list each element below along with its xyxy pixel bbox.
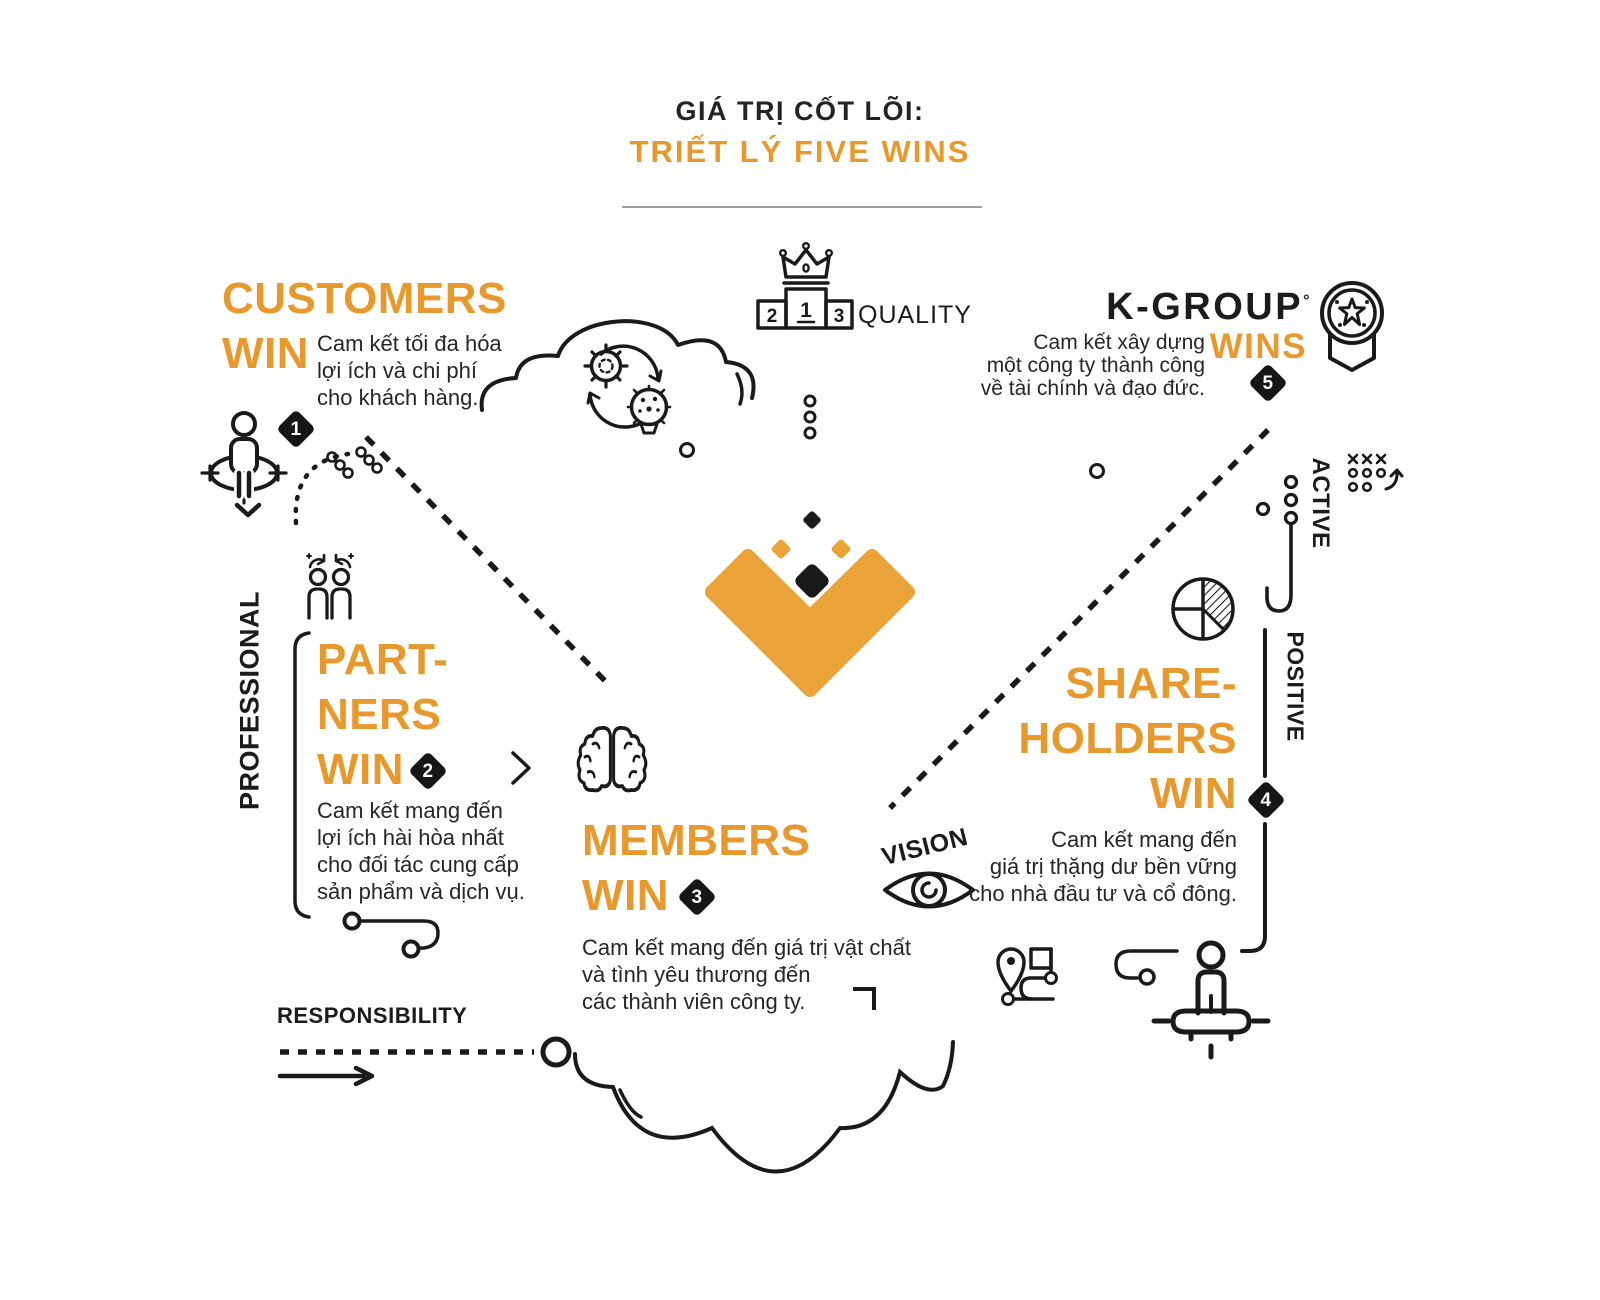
- dashed-curve-connector: [293, 451, 351, 526]
- kgroup-name: K-GROUP: [1106, 286, 1304, 328]
- kgroup-win-title: K-GROUP°: [1000, 286, 1312, 329]
- badge-3-number: 3: [691, 886, 703, 908]
- podium-third-place: 3: [834, 306, 845, 327]
- partners-win-desc: Cam kết mang đến lợi ích hài hòa nhất ch…: [317, 798, 525, 904]
- person-target-icon: [200, 411, 288, 518]
- value-label-quality: QUALITY: [858, 301, 972, 329]
- positive-line: [1240, 628, 1267, 953]
- value-label-positive: POSITIVE: [1282, 631, 1309, 742]
- members-win-desc: Cam kết mang đến giá trị vật chất và tìn…: [582, 935, 911, 1014]
- two-people-icon: [306, 553, 354, 620]
- shareholders-win-desc: Cam kết mang đến giá trị thặng dư bền vữ…: [969, 827, 1237, 906]
- podium-second-place: 2: [767, 306, 778, 327]
- dots-trail: [326, 446, 383, 479]
- kgroup-trademark: °: [1303, 292, 1312, 310]
- decorative-dots: [679, 394, 1105, 479]
- value-label-responsibility: RESPONSIBILITY: [277, 1003, 468, 1028]
- person-pedestal-icon: [1114, 940, 1271, 1060]
- dashed-diagonal-left: [364, 435, 614, 690]
- page-title: TRIẾT LÝ FIVE WINS: [629, 134, 971, 169]
- eye-icon: [883, 871, 975, 909]
- top-cloud: [479, 319, 756, 412]
- badge-4-number: 4: [1260, 789, 1272, 811]
- responsibility-arrow-line: [277, 1036, 572, 1087]
- pie-chart-icon: [1171, 577, 1235, 641]
- customers-win-desc: Cam kết tối đa hóa lợi ích và chi phí ch…: [317, 331, 502, 410]
- brain-icon: [576, 726, 648, 793]
- value-label-active: ACTIVE: [1307, 457, 1334, 549]
- strategy-play-icon: [1347, 453, 1404, 493]
- bottom-cloud: [573, 1040, 955, 1174]
- kgroup-win-desc: Cam kết xây dựng một công ty thành công …: [980, 331, 1205, 400]
- badge-1-number: 1: [290, 418, 302, 440]
- corner-mark: [853, 987, 876, 1010]
- route-map-icon: [996, 947, 1058, 1006]
- partners-win-title: PART- NERS WIN: [317, 635, 449, 794]
- podium-crown-icon: 1 2 3: [756, 241, 854, 330]
- badge-2-number: 2: [422, 760, 434, 782]
- active-connector: [1255, 474, 1299, 613]
- page-kicker: GIÁ TRỊ CỐT LÕI:: [675, 96, 925, 126]
- shareholders-win-title: SHARE- HOLDERS WIN: [1018, 659, 1237, 818]
- value-label-professional: PROFESSIONAL: [234, 590, 265, 811]
- kgroup-logo-chevron: [705, 511, 915, 697]
- medal-icon: [1320, 281, 1384, 372]
- chevron-right-icon: [511, 751, 531, 785]
- partners-bracket-connector: [293, 631, 440, 959]
- title-divider: [622, 206, 982, 208]
- customers-win-title: CUSTOMERS WIN: [222, 274, 507, 378]
- kgroup-wins-label: WINS: [1209, 327, 1307, 366]
- badge-5-number: 5: [1262, 372, 1274, 394]
- members-win-title: MEMBERS WIN: [582, 816, 811, 920]
- podium-first-place: 1: [800, 299, 812, 322]
- dashed-diagonal-right: [888, 428, 1270, 810]
- gear-bulb-cycle-icon: [583, 343, 672, 435]
